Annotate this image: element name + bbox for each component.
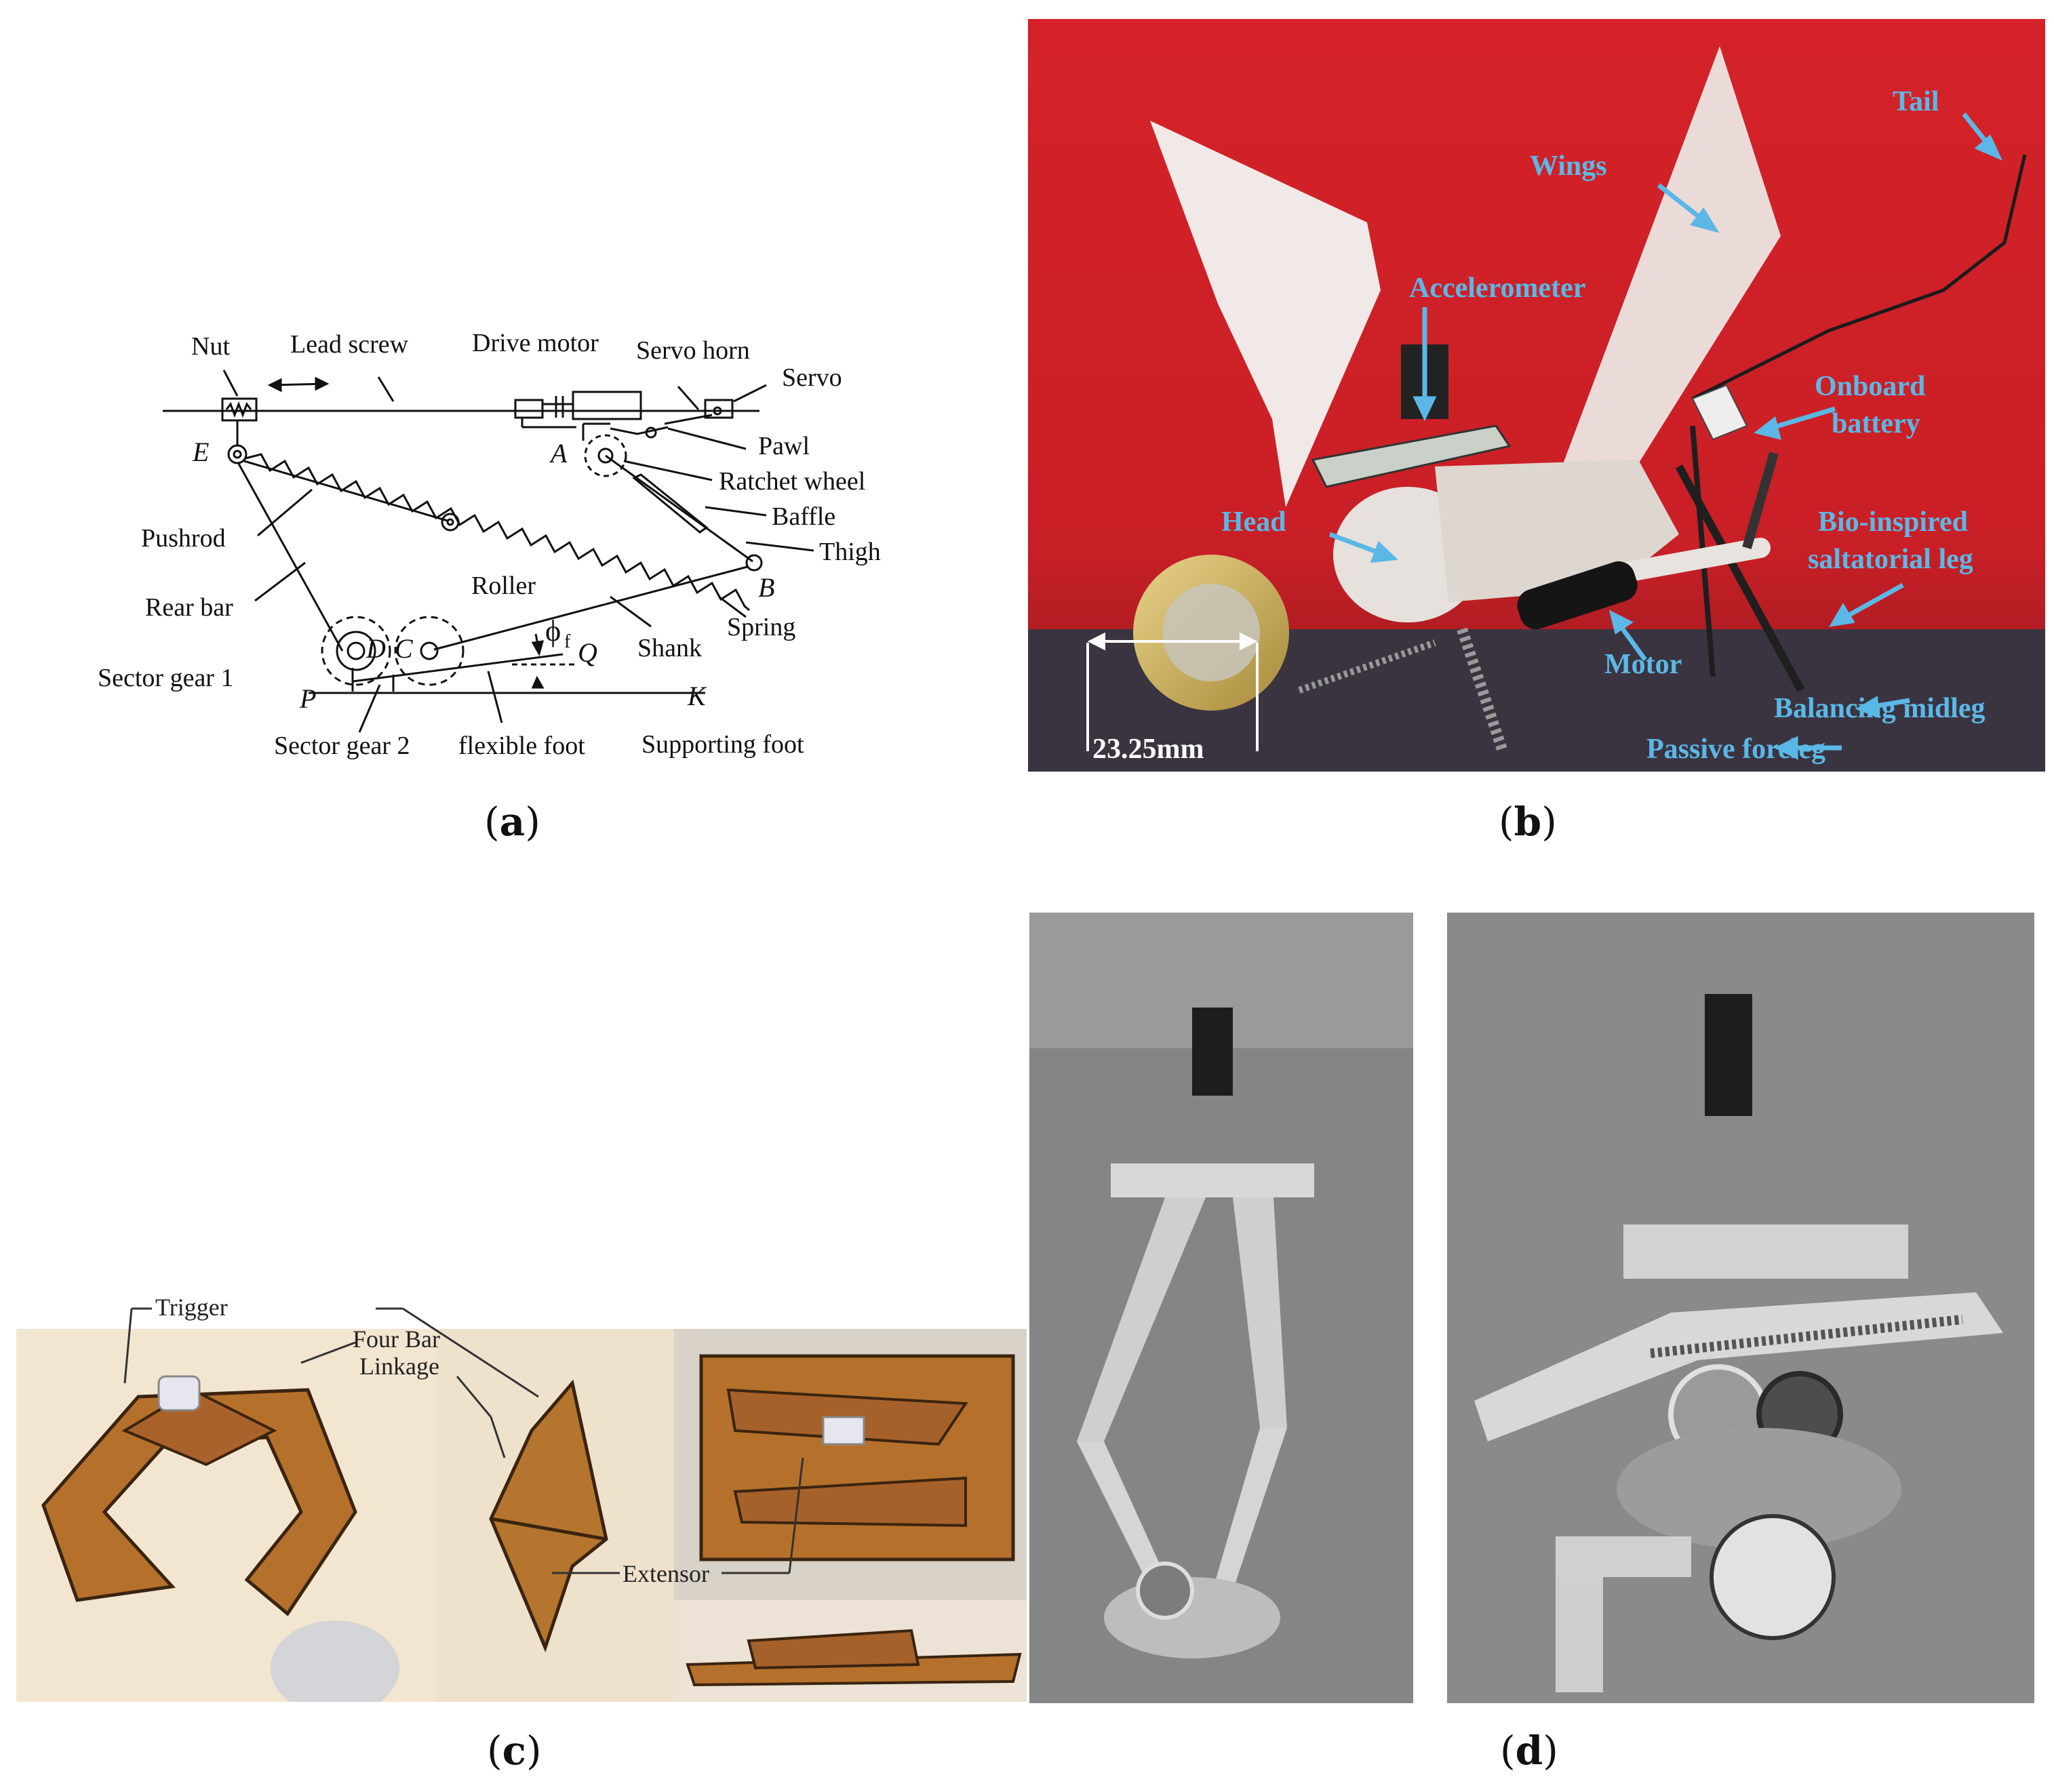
- onboard-battery: [1691, 384, 1748, 441]
- point-c: C: [395, 633, 414, 664]
- label-tail: Tail: [1893, 86, 1939, 117]
- panel-b-photo: Tail Wings Accelerometer Onboard battery…: [1028, 19, 2045, 772]
- leg-mechanism-schematic: Nut Lead screw Drive motor Servo horn Se…: [98, 329, 881, 760]
- label-leg-1: Bio-inspired: [1818, 506, 1968, 538]
- leg-photo-right: [1447, 913, 2034, 1703]
- nut-box: [221, 397, 258, 422]
- linkage-photo-illustration: Trigger Four Bar Linkage Extensor: [16, 1294, 1027, 1702]
- label-spring: Spring: [727, 613, 795, 641]
- label-sector-gear-2: Sector gear 2: [274, 732, 410, 760]
- label-servo-horn: Servo horn: [636, 336, 750, 365]
- label-shank: Shank: [637, 634, 702, 662]
- passive-foreleg: [1457, 627, 1508, 753]
- label-onboard-battery-2: battery: [1832, 408, 1920, 439]
- sector-gear-2: [394, 616, 465, 686]
- label-four-bar-2: Linkage: [359, 1353, 439, 1380]
- label-accelerometer: Accelerometer: [1409, 273, 1585, 304]
- panel-d-photo-left: [1029, 913, 1413, 1703]
- point-p: P: [299, 683, 316, 714]
- caption-d: (d): [1500, 1728, 1558, 1774]
- accelerometer-board: [1311, 424, 1512, 488]
- roller: [441, 513, 460, 532]
- motor: [1517, 561, 1638, 630]
- label-supporting-foot: Supporting foot: [641, 730, 804, 759]
- label-balancing-midleg: Balancing midleg: [1774, 693, 1986, 724]
- label-rear-bar: Rear bar: [145, 593, 233, 622]
- label-baffle: Baffle: [772, 502, 835, 531]
- point-e: E: [192, 437, 209, 467]
- label-head: Head: [1221, 506, 1286, 538]
- label-wings: Wings: [1530, 151, 1607, 182]
- annotation-arrows: [1328, 112, 2002, 760]
- robot-photo-illustration: Tail Wings Accelerometer Onboard battery…: [1028, 19, 2045, 772]
- label-servo: Servo: [782, 363, 842, 392]
- spring-zigzag: [245, 453, 750, 612]
- panel-d-photo-right: [1447, 913, 2034, 1703]
- phi-symbol: ϕ: [545, 614, 561, 648]
- caption-c: (c): [487, 1728, 542, 1774]
- label-pawl: Pawl: [758, 432, 810, 460]
- label-thigh: Thigh: [819, 538, 881, 566]
- label-flexible-foot: flexible foot: [458, 732, 585, 760]
- coin-c: [271, 1620, 399, 1702]
- label-leg-2: saltatorial leg: [1808, 544, 1973, 575]
- left-wing: [1150, 121, 1381, 507]
- trigger-left: [157, 1375, 201, 1412]
- label-drive-motor: Drive motor: [472, 329, 599, 357]
- drive-motor-box: [572, 391, 642, 420]
- sector-gear-1: [321, 616, 391, 686]
- label-nut: Nut: [191, 332, 230, 361]
- label-extensor: Extensor: [623, 1560, 709, 1587]
- label-onboard-battery-1: Onboard: [1815, 371, 1925, 402]
- point-k: K: [687, 681, 707, 711]
- panel-c-photo: Trigger Four Bar Linkage Extensor: [16, 1288, 1027, 1702]
- point-a: A: [549, 438, 568, 469]
- label-lead-screw: Lead screw: [290, 330, 409, 359]
- linkage-top-view: [699, 1354, 1015, 1561]
- point-b: B: [758, 572, 774, 603]
- point-d: D: [366, 633, 386, 664]
- label-ratchet-wheel: Ratchet wheel: [719, 467, 865, 496]
- scale-label: 23.25mm: [1092, 734, 1204, 765]
- caption-a: (a): [484, 799, 540, 845]
- label-trigger: Trigger: [155, 1294, 228, 1321]
- label-sector-gear-1: Sector gear 1: [98, 664, 233, 692]
- caption-b: (b): [1499, 799, 1557, 845]
- leg-photo-left: [1029, 913, 1413, 1703]
- label-pushrod: Pushrod: [141, 524, 226, 553]
- ratchet-wheel: [584, 434, 627, 477]
- linkage-left: [41, 1388, 357, 1616]
- phi-subscript: f: [564, 631, 571, 652]
- label-roller: Roller: [471, 572, 536, 600]
- servo-box: [704, 399, 734, 419]
- label-four-bar-1: Four Bar: [353, 1326, 440, 1353]
- label-motor: Motor: [1604, 649, 1682, 680]
- point-q: Q: [578, 637, 597, 668]
- panel-a-diagram: Nut Lead screw Drive motor Servo horn Se…: [0, 0, 1017, 814]
- label-passive-foreleg: Passive foreleg: [1646, 734, 1825, 765]
- tail-wire: [1691, 154, 2027, 401]
